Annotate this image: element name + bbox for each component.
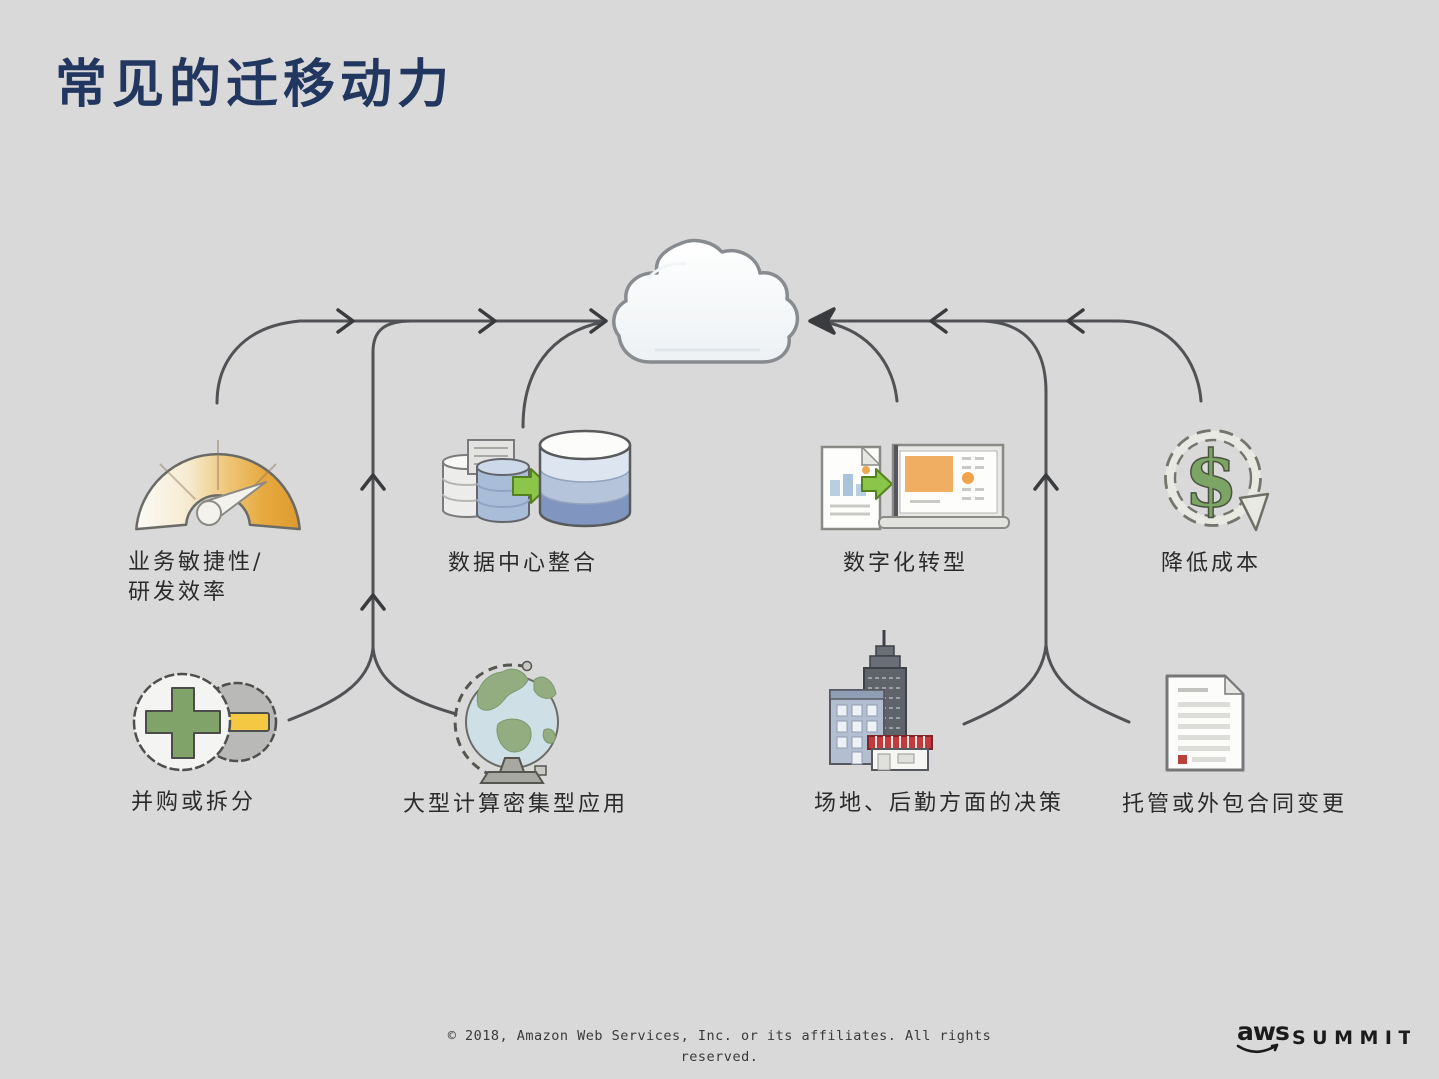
connector-lines [215, 319, 1203, 726]
dollar-refresh-icon: $ [1164, 429, 1270, 532]
database-consolidation-icon [442, 429, 632, 528]
chevron-left-icon [1066, 308, 1085, 334]
chevron-left-icon [929, 308, 948, 334]
connector-agility-to-cloud [215, 319, 603, 405]
driver-label-hosting-outsourcing: 托管或外包合同变更 [1122, 792, 1348, 817]
chevron-right-icon [478, 308, 497, 334]
globe-icon [453, 660, 559, 784]
speedometer-icon [135, 440, 301, 531]
connector-right-fork [962, 644, 1131, 726]
connector-cost-to-cloud [822, 319, 1203, 403]
driver-label-datacenter-consolidation: 数据中心整合 [448, 551, 599, 576]
aws-logo-text: aws [1237, 1017, 1289, 1046]
connector-right-riser [982, 319, 1048, 647]
chevron-right-icon [336, 308, 355, 334]
buildings-icon [829, 630, 933, 771]
dollar-sign: $ [1184, 434, 1238, 525]
chevron-up-icon [360, 473, 386, 491]
connector-left-riser [371, 319, 414, 650]
summit-logo-text: SUMMIT [1292, 1027, 1410, 1049]
connector-digital-branch [827, 321, 899, 403]
connector-datacenter-to-cloud [521, 320, 605, 429]
aws-smile-icon [1236, 1043, 1279, 1054]
chevron-up-icon [360, 593, 386, 611]
plus-minus-icon [132, 672, 278, 772]
connector-left-fork [287, 647, 458, 722]
green-arrow-icon [861, 468, 893, 500]
contract-document-icon [1165, 674, 1245, 772]
driver-label-facilities-logistics: 场地、后勤方面的决策 [814, 791, 1065, 816]
driver-label-cost-reduction: 降低成本 [1161, 551, 1262, 576]
connector-arrowheads [336, 307, 1085, 611]
page-title: 常见的迁移动力 [55, 54, 455, 115]
driver-label-compute-intensive-apps: 大型计算密集型应用 [403, 792, 629, 817]
cloud-icon [612, 238, 800, 364]
driver-label-digital-transformation: 数字化转型 [843, 551, 969, 576]
copyright-notice: © 2018, Amazon Web Services, Inc. or its… [447, 1028, 992, 1065]
document-to-laptop-icon [820, 443, 1010, 531]
aws-summit-logo: aws SUMMIT [1236, 1017, 1410, 1054]
chevron-up-icon [1033, 473, 1059, 491]
arrowhead-left-icon [808, 307, 836, 335]
driver-label-merger-or-divestiture: 并购或拆分 [131, 790, 257, 815]
chevron-right-icon [589, 308, 608, 334]
driver-label-business-agility: 业务敏捷性/ 研发效率 [128, 550, 264, 605]
